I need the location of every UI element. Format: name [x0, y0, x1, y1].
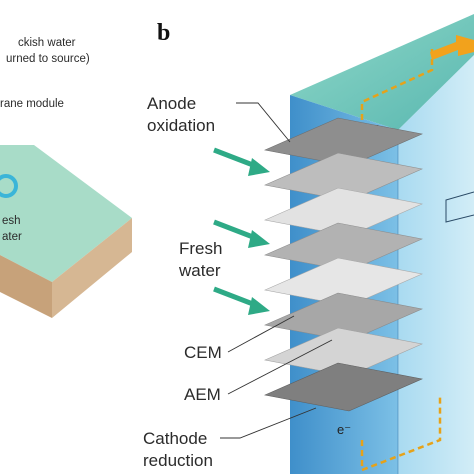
aem-label: AEM	[184, 385, 221, 404]
tank-right-face	[398, 55, 474, 474]
fresh-water-label-line2: water	[178, 261, 221, 280]
left-caption-line1: ckish water	[18, 37, 76, 49]
fresh-water-label-line1: Fresh	[179, 239, 222, 258]
anode-label-line2: oxidation	[147, 116, 215, 135]
membrane-module-side	[52, 218, 132, 318]
left-caption-line2: urned to source)	[6, 53, 90, 65]
inflow-arrows	[213, 147, 270, 315]
left-caption-module: rane module	[0, 98, 64, 110]
left-water-label-line2: ater	[2, 231, 22, 243]
module-ring-icon	[0, 174, 18, 198]
electron-output-arrow	[430, 35, 474, 60]
left-water-label-line1: esh	[2, 215, 21, 227]
tank-top-face	[290, 14, 474, 130]
membrane-module-top	[0, 145, 132, 282]
left-panel: ckish water urned to source) rane module…	[0, 37, 132, 318]
connector-line	[445, 191, 474, 223]
anode-leader-line	[236, 102, 291, 143]
electron-label-bottom: e⁻	[337, 422, 351, 437]
green-arrow-1	[213, 147, 270, 176]
right-panel: b e⁻ e⁻	[143, 14, 474, 474]
cem-leader-line	[227, 315, 295, 353]
cathode-label-line1: Cathode	[143, 429, 207, 448]
green-arrow-3	[213, 286, 270, 315]
plate-cathode	[263, 362, 424, 412]
aem-leader-line	[227, 339, 333, 395]
panel-letter-b: b	[157, 20, 170, 46]
cem-label: CEM	[184, 343, 222, 362]
anode-label-line1: Anode	[147, 94, 196, 113]
electron-path-bottom	[360, 395, 442, 472]
green-arrow-2	[213, 219, 270, 248]
plate-stack	[263, 117, 424, 412]
cathode-label-line2: reduction	[143, 451, 213, 470]
cathode-leader-line	[220, 407, 317, 439]
membrane-module-front	[0, 255, 52, 318]
